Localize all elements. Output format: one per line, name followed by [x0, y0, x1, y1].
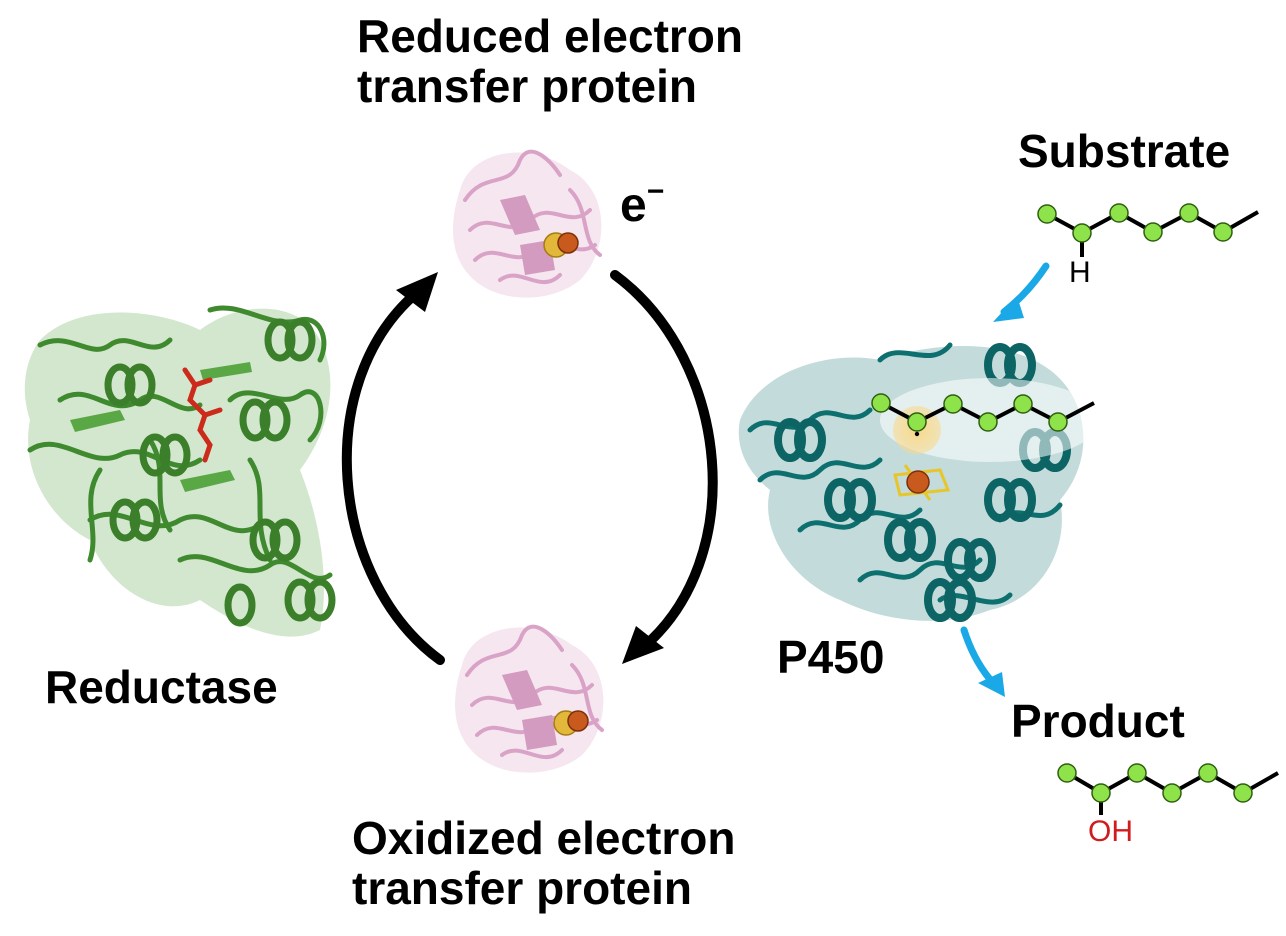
reduced-etp-label-line2: transfer protein — [357, 59, 697, 112]
reduced-etp-label-line1: Reduced electron — [357, 10, 743, 62]
oxidized-ferredoxin-protein — [455, 624, 604, 773]
electron-label: e− — [620, 175, 664, 232]
cycle-arrowhead-up — [396, 272, 438, 312]
cycle-arrowhead-down — [622, 626, 664, 664]
electron-symbol: e — [620, 179, 647, 232]
oh-group-label: OH — [1088, 815, 1133, 848]
cycle-arrow-right — [610, 270, 718, 655]
reduced-etp-label: Reduced electron transfer protein — [357, 10, 743, 112]
substrate-molecule — [1037, 203, 1259, 257]
product-exit-arrowhead — [978, 672, 1005, 697]
bound-substrate — [871, 393, 1095, 432]
radical-dot — [914, 431, 920, 437]
product-label: Product — [1011, 695, 1185, 747]
product-molecule — [1057, 763, 1279, 815]
cycle-arrow-left — [341, 285, 445, 665]
product-exit-arrow — [960, 626, 998, 688]
fad-cofactor — [182, 367, 223, 463]
oxidized-etp-label-line1: Oxidized electron — [352, 812, 736, 864]
reductase-label: Reductase — [45, 661, 278, 713]
p450-label: P450 — [777, 631, 885, 683]
p450-protein — [738, 342, 1100, 622]
reduced-ferredoxin-protein — [453, 149, 602, 298]
reductase-protein — [24, 305, 336, 637]
substrate-label: Substrate — [1018, 125, 1231, 177]
electron-charge: − — [646, 175, 665, 208]
heme-iron — [906, 470, 930, 494]
oxidized-etp-label-line2: transfer protein — [352, 861, 692, 914]
substrate-entry-arrowhead — [993, 296, 1024, 322]
oxidized-etp-label: Oxidized electron transfer protein — [352, 812, 736, 914]
h-atom-label: H — [1069, 256, 1091, 289]
